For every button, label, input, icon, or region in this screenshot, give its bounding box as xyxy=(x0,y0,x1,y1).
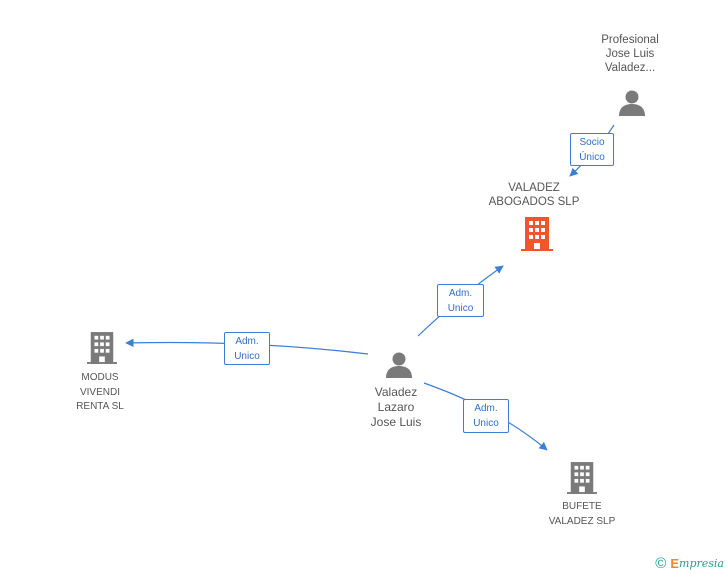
empresia-watermark: © E mpresia xyxy=(655,555,724,572)
node-label-bufete[interactable]: BUFETE VALADEZ SLP xyxy=(548,501,616,527)
building-icon[interactable] xyxy=(567,461,597,495)
brand-name: mpresia xyxy=(679,557,724,570)
node-label-profesional[interactable]: Profesional Jose Luis Valadez... xyxy=(601,34,659,74)
copyright-icon: © xyxy=(655,555,667,572)
node-label-valadez-lazaro[interactable]: Valadez Lazaro Jose Luis xyxy=(370,385,422,429)
building-icon[interactable] xyxy=(87,331,117,365)
node-label-valadez-abogados[interactable]: VALADEZ ABOGADOS SLP xyxy=(488,182,580,208)
node-label-modus[interactable]: MODUS VIVENDI RENTA SL xyxy=(76,372,124,412)
edge-label-adm-modus[interactable]: Adm. Unico xyxy=(224,332,270,365)
edge-label-adm-abogados[interactable]: Adm. Unico xyxy=(437,284,484,317)
edge-label-socio-unico[interactable]: Socio Único xyxy=(570,133,614,166)
brand-initial: E xyxy=(670,556,680,571)
person-icon[interactable] xyxy=(384,350,414,380)
edge-label-adm-bufete[interactable]: Adm. Unico xyxy=(463,399,509,433)
person-icon[interactable] xyxy=(617,88,647,118)
building-icon-highlight[interactable] xyxy=(521,217,553,251)
